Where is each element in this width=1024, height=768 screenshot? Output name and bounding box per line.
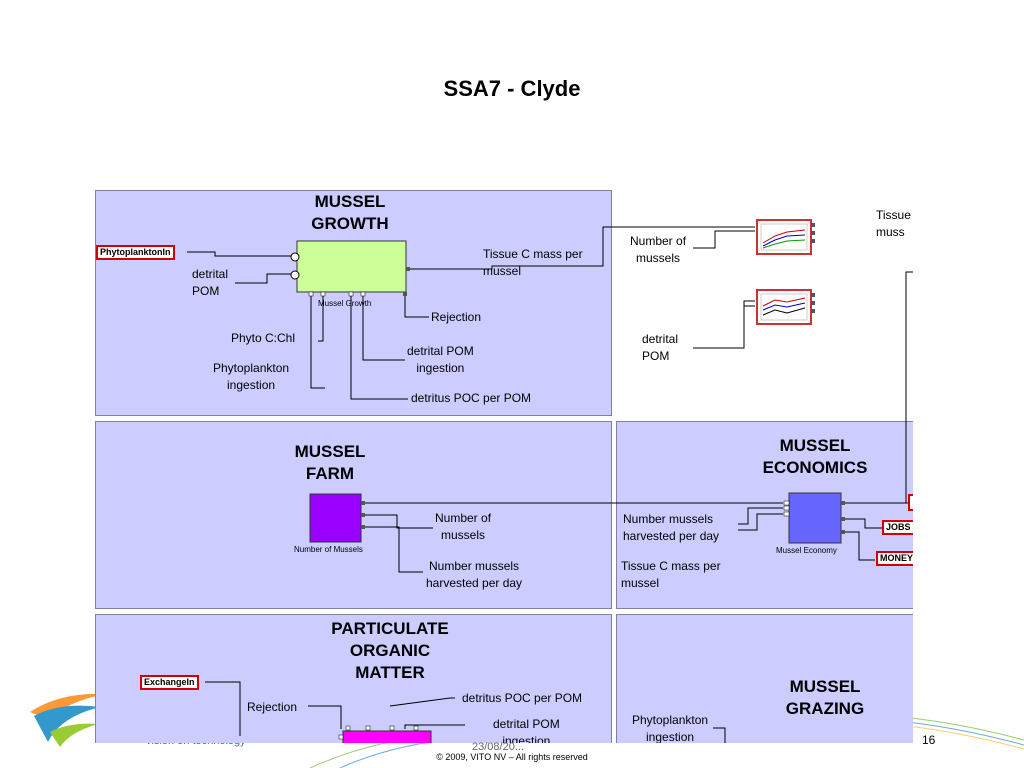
label-detrital-pom-ingestion: detrital POM ingestion [407,344,474,375]
mussel-economy-block [788,492,842,544]
label-number-of-mussels-farm: Number of mussels [435,511,492,542]
heading-mussel-economics: MUSSEL ECONOMICS [762,436,868,477]
connection-wires [187,219,913,743]
time-graph-icon-2 [756,289,815,325]
label-phytoplankton-ingestion: Phytoplankton ingestion [213,361,290,392]
heading-mussel-growth: MUSSEL GROWTH [311,192,389,233]
panel-mussel-economics [616,421,913,609]
page-number: 16 [922,733,936,747]
decorative-lines-bottom [310,742,431,768]
time-graph-icon [756,219,815,255]
label-number-of-mussels-graph: Number of mussels [630,234,687,265]
label-tissue-fragment: Tissue muss [876,208,911,239]
label-phytoplankton-ingestion-grazing: Phytoplankton ingestion [632,713,709,743]
pom-block [342,730,432,743]
mussel-farm-block-name: Number of Mussels [294,545,363,554]
heading-particulate-organic-matter: PARTICULATE ORGANIC MATTER [331,619,449,682]
label-detritus-poc-pom: detritus POC per POM [462,691,583,705]
footer-date: 23/08/20... [472,741,524,753]
heading-mussel-grazing: MUSSEL GRAZING [785,677,865,718]
output-jobs: JOBS [882,520,913,535]
mussel-farm-block [309,493,362,543]
label-detrital-pom-graph: detrital POM [642,332,679,363]
copyright: © 2009, VITO NV – All rights reserved [436,752,588,762]
mussel-growth-block [296,240,407,293]
slide-title: SSA7 - Clyde [443,76,581,101]
input-exchange: ExchangeIn [140,675,199,690]
label-tissue-c-mass: Tissue C mass per mussel [483,247,583,278]
label-phyto-c-chl: Phyto C:Chl [231,331,296,345]
label-harvested-economics: Number mussels harvested per day [623,512,720,543]
mussel-growth-block-name: Mussel Growth [318,299,372,308]
label-tissue-c-economics: Tissue C mass per mussel [621,559,721,590]
label-detritus-poc: detritus POC per POM [411,391,532,405]
panel-mussel-grazing [616,614,913,743]
label-rejection-pom: Rejection [247,700,298,714]
label-rejection: Rejection [431,310,482,324]
vito-logo-swoosh [30,693,105,747]
panel-mussel-growth [95,190,612,416]
label-detrital-pom-ingestion-pom: detrital POM ingestion [493,717,560,743]
mussel-economy-block-name: Mussel Economy [776,546,837,555]
input-phytoplankton: PhytoplanktonIn [96,245,175,260]
label-detrital-pom: detrital POM [192,267,229,298]
heading-mussel-farm: MUSSEL FARM [294,442,366,483]
model-diagram: MUSSEL GROWTH PhytoplanktonIn detrital P… [95,188,913,743]
output-money: MONEY [876,551,913,566]
label-harvested-farm: Number mussels harvested per day [426,559,523,590]
